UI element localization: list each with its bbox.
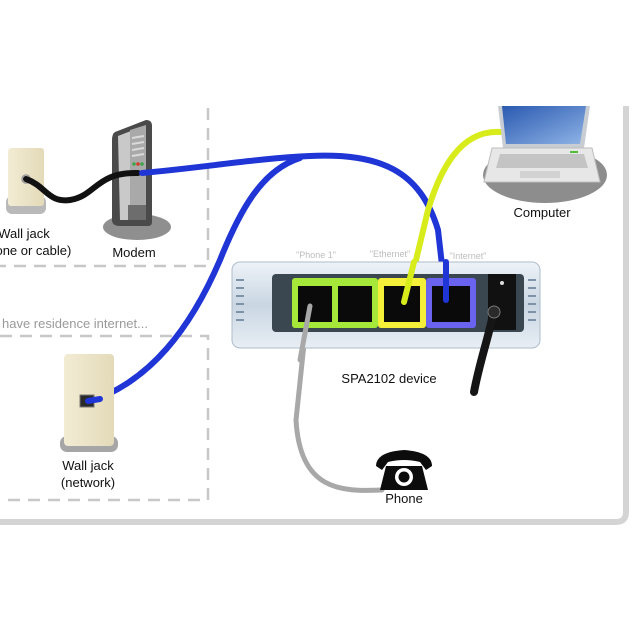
wall-jack-network-label-line1: Wall jack	[62, 458, 114, 473]
phone-cable-phone-to-device	[293, 303, 385, 493]
spa2102-device-icon	[231, 261, 541, 349]
dashed-region-bottom	[0, 334, 210, 502]
port-ethernet-label: "Ethernet"	[370, 249, 410, 259]
network-cable-walljack-to-device	[89, 155, 303, 404]
ethernet-cable-plug	[401, 259, 417, 305]
port-phone-1	[298, 286, 332, 322]
wall-jack-top-label-line2: (phone or cable)	[0, 243, 71, 258]
phone-label: Phone	[385, 491, 423, 506]
port-internet	[432, 286, 470, 322]
computer-label: Computer	[513, 205, 571, 220]
rotary-phone-icon	[376, 450, 432, 490]
wall-jack-network-label-line2: (network)	[61, 475, 115, 490]
coax-cable-wall-to-modem	[23, 169, 141, 204]
port-phone-2	[338, 286, 372, 322]
wall-jack-top-label-line1: Wall jack	[0, 226, 50, 241]
panel-border	[0, 106, 629, 525]
ethernet-cable-computer-to-device	[403, 128, 503, 305]
port-phone1-label: "Phone 1"	[296, 250, 336, 260]
phone-cable-plug	[297, 303, 313, 363]
port-internet-label: "Internet"	[450, 251, 487, 261]
network-plug	[85, 396, 103, 404]
device-label: SPA2102 device	[341, 371, 436, 386]
power-cable-icon	[470, 305, 501, 396]
modem-icon	[103, 120, 171, 240]
residence-note-label: have residence internet...	[2, 316, 148, 331]
modem-label: Modem	[112, 245, 155, 260]
laptop-icon	[483, 106, 607, 203]
network-cable-modem-to-device	[139, 152, 449, 303]
